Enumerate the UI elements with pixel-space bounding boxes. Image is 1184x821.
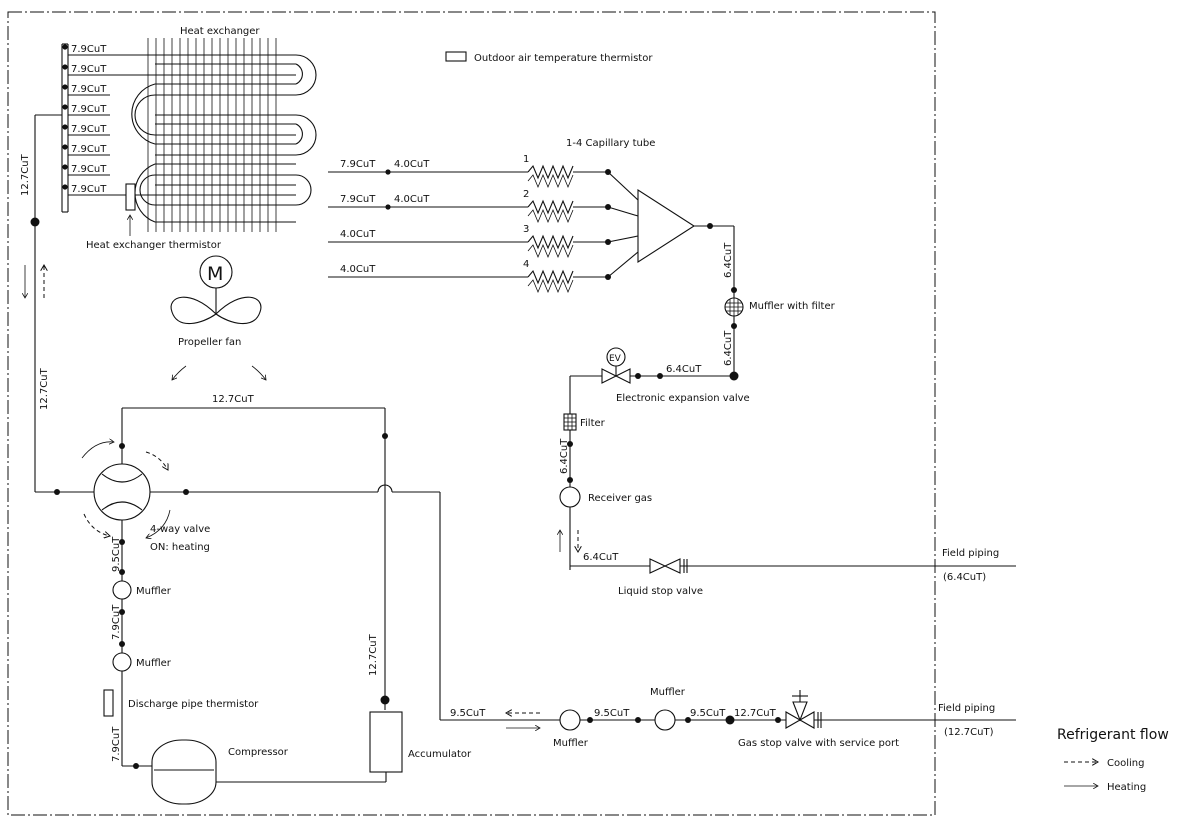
legend-cooling: Cooling [1107,758,1144,769]
four-way-valve-label: 4-way valve [150,524,210,535]
propeller-fan-icon [170,288,266,380]
receiver-icon [559,486,581,508]
pipe-gas-a: 9.5CuT [450,708,486,719]
hx-thermistor-label: Heat exchanger thermistor [86,240,222,251]
hx-tap-label: 7.9CuT [71,64,107,75]
compressor-icon [151,739,217,805]
capillary-label: 1-4 Capillary tube [566,138,655,149]
pipe-gas-c: 9.5CuT [690,708,726,719]
branch-left-label: 4.0CuT [340,229,376,240]
capillary-branch-3: 4.0CuT 3 [328,224,611,259]
capillary-branch-1: 7.9CuT 4.0CuT 1 [328,154,611,189]
heat-exchanger: Heat exchanger [72,26,317,232]
discharge-thermistor-icon [103,689,114,717]
pipe-left-lower: 12.7CuT [39,367,50,410]
four-way-valve-state: ON: heating [150,542,210,553]
distributor-header: 7.9CuT 7.9CuT 7.9CuT 7.9CuT 7.9CuT 7.9CuT 7.9C… [61,43,110,213]
muffler-1-label: Muffler [136,586,172,597]
eev-label: Electronic expansion valve [616,393,750,404]
heat-exchanger-label: Heat exchanger [180,26,260,37]
refrigerant-flow-legend: Refrigerant flow Cooling Heating [1057,727,1169,793]
outdoor-thermistor-icon [445,51,467,62]
pipe-gas-d: 12.7CuT [734,708,777,719]
hx-tap-label: 7.9CuT [71,124,107,135]
hx-tap-label: 7.9CuT [71,164,107,175]
capillary-branch-2: 7.9CuT 4.0CuT 2 [328,189,611,224]
pipe-discharge-b: 7.9CuT [111,604,122,640]
branch-left-label: 4.0CuT [340,264,376,275]
legend-title: Refrigerant flow [1057,727,1169,743]
branch-number: 4 [523,259,529,270]
accumulator-label: Accumulator [408,749,472,760]
capillary-branch-4: 4.0CuT 4 [328,259,611,294]
accumulator-icon [369,711,403,773]
branch-right-label: 4.0CuT [394,194,430,205]
pipe-accumulator: 12.7CuT [368,633,379,676]
distributor-icon [637,188,696,264]
pipe-filter-line: 6.4CuT [559,438,570,474]
pipe-discharge-a: 9.5CuT [111,536,122,572]
motor-label: M [207,263,223,285]
pipe-eev-line: 6.4CuT [666,364,702,375]
field-piping-gas-title: Field piping [938,703,995,714]
muffler-4-label: Muffler [650,687,686,698]
field-piping-liquid-size: (6.4CuT) [943,572,986,583]
receiver-label: Receiver gas [588,493,652,504]
liquid-stop-valve-icon [649,558,688,574]
outdoor-unit-boundary [7,11,936,816]
four-way-valve-icon [81,442,171,538]
branch-number: 2 [523,189,529,200]
hx-tap-label: 7.9CuT [71,104,107,115]
heat-exchanger-tubes [72,54,317,223]
hx-tap-label: 7.9CuT [71,184,107,195]
pipe-left-upper: 12.7CuT [20,153,31,196]
pipe-discharge-c: 7.9CuT [111,726,122,762]
ev-symbol: EV [609,354,622,364]
pipe-gas-b: 9.5CuT [594,708,630,719]
muffler-1-icon [112,580,132,600]
branch-left-label: 7.9CuT [340,159,376,170]
branch-number: 1 [523,154,529,165]
compressor-label: Compressor [228,747,289,758]
gas-stop-valve-label: Gas stop valve with service port [738,738,899,749]
legend-heating: Heating [1107,782,1146,793]
muffler-2-icon [112,652,132,672]
muffler-4-icon [654,709,676,731]
muffler-2-label: Muffler [136,658,172,669]
discharge-thermistor-label: Discharge pipe thermistor [128,699,259,710]
filter-icon [563,413,577,431]
hx-tap-label: 7.9CuT [71,144,107,155]
outdoor-thermistor-label: Outdoor air temperature thermistor [474,53,653,64]
pipe-right-upper: 6.4CuT [723,242,734,278]
liquid-stop-valve-label: Liquid stop valve [618,586,703,597]
capillary-branches: 7.9CuT 4.0CuT 1 7.9CuT 4.0CuT 2 4.0CuT 3 4.0CuT 4 [328,154,611,294]
hx-thermistor-icon [125,183,136,211]
branch-number: 3 [523,224,529,235]
branch-left-label: 7.9CuT [340,194,376,205]
muffler-with-filter-icon [724,297,744,317]
electronic-expansion-valve-icon [601,347,631,384]
muffler-3-icon [559,709,581,731]
hx-tap-label: 7.9CuT [71,44,107,55]
hx-tap-label: 7.9CuT [71,84,107,95]
muffler-3-label: Muffler [553,738,589,749]
pipe-right-lower: 6.4CuT [723,330,734,366]
pipe-liquid-line: 6.4CuT [583,552,619,563]
branch-right-label: 4.0CuT [394,159,430,170]
pipe-top-loop: 12.7CuT [212,394,255,405]
gas-stop-valve-icon [785,690,822,729]
muffler-filter-label: Muffler with filter [749,301,836,312]
propeller-fan-label: Propeller fan [178,337,241,348]
filter-label: Filter [580,418,606,429]
field-piping-liquid-title: Field piping [942,548,999,559]
field-piping-gas-size: (12.7CuT) [944,727,994,738]
